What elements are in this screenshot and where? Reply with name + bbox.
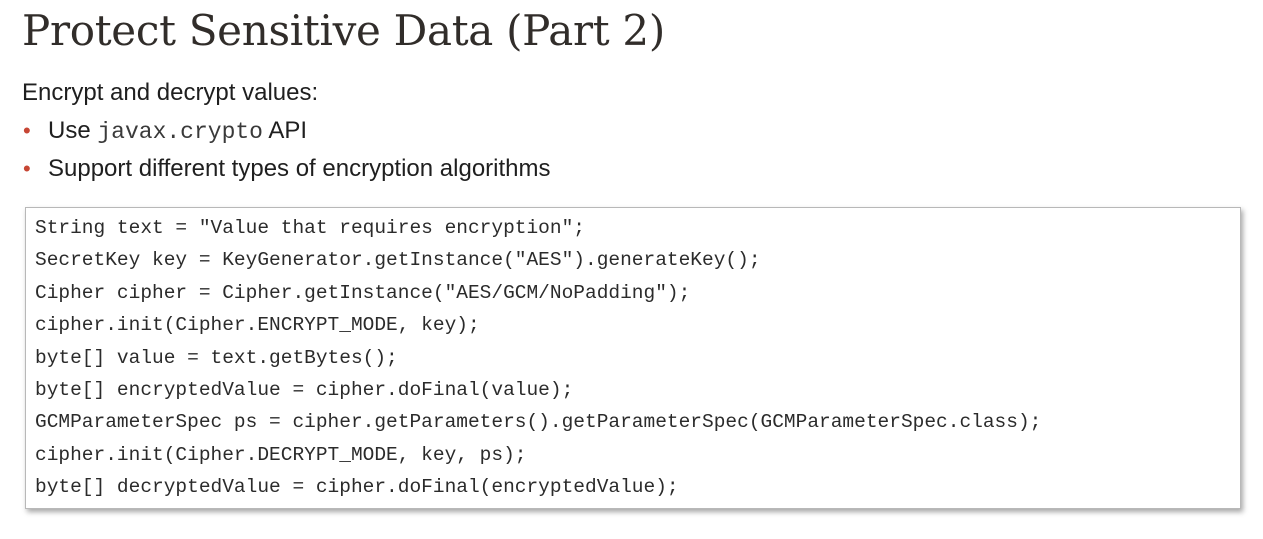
code-line: byte[] encryptedValue = cipher.doFinal(v… bbox=[35, 378, 574, 401]
bullet-text: Support different types of encryption al… bbox=[48, 155, 551, 182]
intro-text: Encrypt and decrypt values: bbox=[22, 79, 319, 106]
inline-code-package: javax.crypto bbox=[97, 119, 263, 145]
bullet-text-before: Use bbox=[48, 117, 98, 144]
code-line: String text = "Value that requires encry… bbox=[35, 217, 585, 239]
code-line: GCMParameterSpec ps = cipher.getParamete… bbox=[35, 411, 1042, 434]
slide-title: Protect Sensitive Data (Part 2) bbox=[22, 6, 665, 55]
code-line: byte[] decryptedValue = cipher.doFinal(e… bbox=[35, 476, 679, 499]
code-line: byte[] value = text.getBytes(); bbox=[35, 346, 398, 369]
bullet-item-api: • Use javax.crypto API bbox=[22, 112, 551, 150]
code-line: cipher.init(Cipher.ENCRYPT_MODE, key); bbox=[35, 314, 480, 337]
bullet-item-algorithms: • Support different types of encryption … bbox=[22, 150, 551, 188]
code-block: String text = "Value that requires encry… bbox=[25, 207, 1241, 509]
bullet-list: • Use javax.crypto API • Support differe… bbox=[22, 112, 551, 188]
bullet-dot-icon: • bbox=[23, 156, 31, 181]
code-line: Cipher cipher = Cipher.getInstance("AES/… bbox=[35, 281, 691, 304]
code-line: cipher.init(Cipher.DECRYPT_MODE, key, ps… bbox=[35, 443, 527, 466]
code-line: SecretKey key = KeyGenerator.getInstance… bbox=[35, 249, 761, 272]
bullet-dot-icon: • bbox=[23, 118, 31, 143]
bullet-text-after: API bbox=[263, 117, 308, 144]
